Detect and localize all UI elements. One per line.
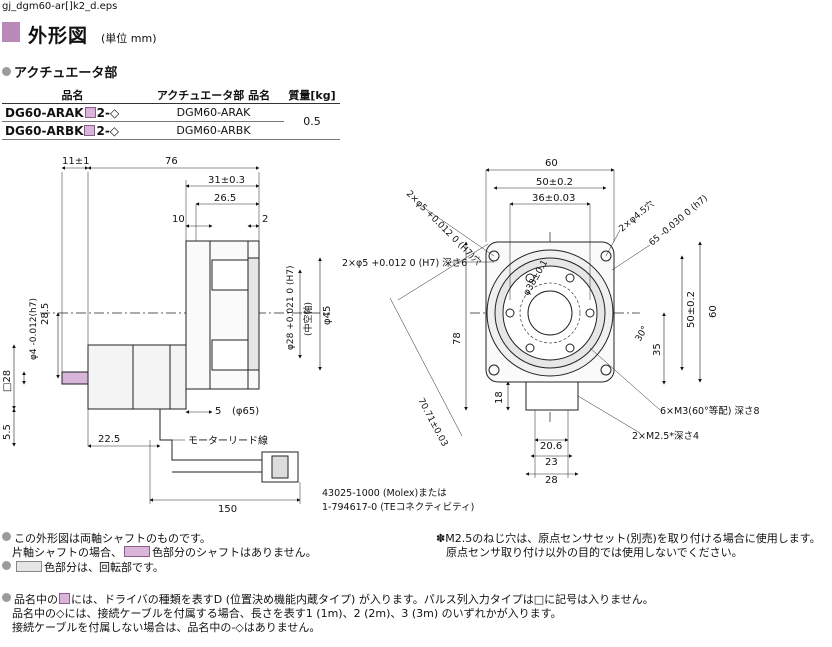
dim-31: 31±0.3 xyxy=(208,175,245,186)
angle-30: 30° xyxy=(634,325,651,344)
dim-phi65: (φ65) xyxy=(232,406,259,417)
callout-m3: 6×M3(60°等配) 深さ8 xyxy=(660,405,760,417)
lead-wire-label: モーターリード線 xyxy=(188,434,268,447)
sensor-mount xyxy=(525,381,579,411)
name-suffix: 2-◇ xyxy=(96,123,120,138)
dim-28-front: 28 xyxy=(545,475,558,486)
dim-50-vertical: 50±0.2 xyxy=(686,291,697,328)
note-text: 色部分のシャフトはありません。 xyxy=(152,546,317,559)
name-suffix: 2-◇ xyxy=(96,105,120,120)
dim-5: 5 xyxy=(215,406,221,417)
callout-m2-5: 2×M2.5*深さ4 xyxy=(632,431,699,442)
dim-76: 76 xyxy=(165,156,178,167)
table-row: DG60-ARBK 2-◇ DGM60-ARBK xyxy=(2,121,340,140)
dim-36: 36±0.03 xyxy=(532,193,575,204)
dim-bore-phi28: φ28 +0.021 0 (H7) xyxy=(286,265,296,350)
actuator-name: DGM60-ARAK xyxy=(143,103,284,122)
bullet-icon xyxy=(2,532,11,541)
bullet-icon xyxy=(2,67,11,76)
mass-value: 0.5 xyxy=(284,103,340,140)
callout-depth-6: 2×φ5 +0.012 0 (H7) 深さ6 xyxy=(342,258,467,269)
note-text: この外形図は両軸シャフトのものです。 xyxy=(14,532,211,545)
bullet-icon xyxy=(2,561,11,570)
file-name: gj_dgm60-ar[]k2_d.eps xyxy=(2,1,118,12)
dim-11: 11±1 xyxy=(62,156,89,167)
dim-10: 10 xyxy=(172,214,185,225)
hollow-shaft-label: (中空軸) xyxy=(302,302,314,336)
name-prefix: DG60-ARAK xyxy=(5,105,84,120)
dim-60-vertical: 60 xyxy=(708,305,719,318)
product-name: DG60-ARAK 2-◇ xyxy=(2,103,143,122)
output-flange xyxy=(247,257,260,371)
dim-shaft-phi4: φ4 -0.012(h7) xyxy=(29,298,39,360)
header-actuator: アクチュエータ部 品名 xyxy=(143,86,284,104)
connector-label-2: 1-794617-0 (TEコネクティビティ) xyxy=(322,502,474,513)
note-text: 色部分は、回転部です。 xyxy=(44,561,164,574)
dim-78: 78 xyxy=(452,332,463,345)
dim-26-5: 26.5 xyxy=(214,193,236,204)
dim-28-5: 28.5 xyxy=(40,303,51,325)
callout-65-h7: 65 -0.030 0 (h7) xyxy=(648,194,711,249)
hollow-bore xyxy=(527,290,573,336)
note-driver-type: 品名中のには、ドライバの種類を表すD (位置決め機能内蔵タイプ) が入ります。パ… xyxy=(2,593,654,607)
actuator-name: DGM60-ARBK xyxy=(143,121,284,140)
note-rotating: 色部分は、回転部です。 xyxy=(2,561,164,575)
side-view xyxy=(12,166,330,504)
note-both-shaft: この外形図は両軸シャフトのものです。 xyxy=(2,532,211,546)
side-view-labels: 11±1 76 31±0.3 26.5 10 2 28.5 5 (φ65) 22… xyxy=(2,156,474,515)
note-text: 片軸シャフトの場合、 xyxy=(12,546,122,559)
connector-label-1: 43025-1000 (Molex)または xyxy=(322,488,447,499)
driver-type-box-icon xyxy=(84,106,96,118)
note-text: には、ドライバの種類を表すD (位置決め機能内蔵タイプ) が入ります。パルス列入… xyxy=(71,593,654,606)
dim-23: 23 xyxy=(545,457,558,468)
table-header-row: 品名 アクチュエータ部 品名 質量[kg] xyxy=(2,86,340,104)
title-unit: (単位 mm) xyxy=(101,32,157,45)
dim-35: 35 xyxy=(652,343,663,356)
dim-phi45: φ45 xyxy=(322,306,333,325)
spec-table: 品名 アクチュエータ部 品名 質量[kg] DG60-ARAK 2-◇ DGM60… xyxy=(2,86,340,140)
section-heading: アクチュエータ部 xyxy=(2,62,117,81)
dim-70-71: 70.71±0.03 xyxy=(415,397,449,449)
note-m2-5-usage: ✽M2.5のねじ穴は、原点センサセット(別売)を取り付ける場合に使用します。 xyxy=(436,532,821,545)
dim-5-5: 5.5 xyxy=(2,424,13,440)
dim-2: 2 xyxy=(262,214,268,225)
name-prefix: DG60-ARBK xyxy=(5,123,84,138)
dim-60: 60 xyxy=(545,158,558,169)
header-name: 品名 xyxy=(2,86,143,104)
note-m2-5-warning: 原点センサ取り付け以外の目的では使用しないでください。 xyxy=(446,546,743,559)
callout-holes-4-5: 2×φ4.5穴 xyxy=(616,198,656,235)
callout-holes-h7: 2×φ5 +0.012 0 (H7)穴 xyxy=(404,188,484,268)
page-title: 外形図 xyxy=(28,25,89,47)
product-name: DG60-ARBK 2-◇ xyxy=(2,121,143,140)
note-no-cable: 接続ケーブルを付属しない場合は、品名中の-◇はありません。 xyxy=(12,621,321,634)
header-mass: 質量[kg] xyxy=(284,86,340,104)
dim-sq28: □28 xyxy=(2,370,13,392)
grey-swatch-icon xyxy=(16,561,42,572)
note-cable-length: 品名中の◇には、接続ケーブルを付属する場合、長さを表す1 (1m)、2 (2m)… xyxy=(12,607,562,620)
table-row: DG60-ARAK 2-◇ DGM60-ARAK 0.5 xyxy=(2,103,340,140)
note-text: 品名中の xyxy=(14,593,58,606)
dim-150: 150 xyxy=(218,504,237,515)
dim-50: 50±0.2 xyxy=(536,177,573,188)
pink-swatch-icon xyxy=(124,546,150,557)
dim-22-5: 22.5 xyxy=(98,434,120,445)
front-view xyxy=(389,168,702,478)
section-label: アクチュエータ部 xyxy=(14,66,118,81)
dim-18: 18 xyxy=(494,391,505,404)
driver-type-box-icon xyxy=(59,593,70,604)
note-single-shaft: 片軸シャフトの場合、 色部分のシャフトはありません。 xyxy=(12,546,317,560)
rear-shaft xyxy=(61,371,89,385)
dim-20-6: 20.6 xyxy=(540,441,562,452)
bullet-icon xyxy=(2,593,11,602)
title-accent-bar xyxy=(2,22,20,42)
motor-body xyxy=(87,344,187,410)
driver-type-box-icon xyxy=(84,124,96,136)
